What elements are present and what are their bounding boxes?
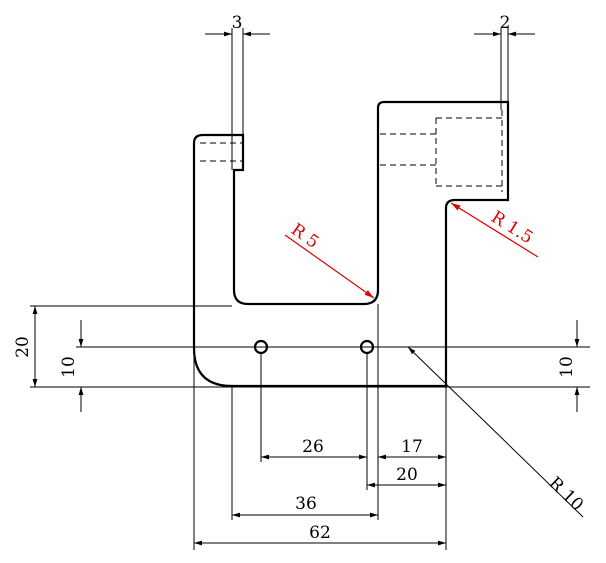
dim-height-10-left: 10: [59, 356, 79, 378]
dim-overall-62: 62: [309, 523, 331, 543]
dim-top-slot: 3: [232, 13, 243, 33]
dim-height-20: 20: [13, 336, 33, 358]
dim-r5: R 5: [287, 220, 322, 253]
r5-leader: [284, 234, 375, 299]
dim-hole-spacing: 26: [302, 437, 324, 457]
dim-r15: R 1.5: [487, 207, 536, 248]
dim-r10: R 10: [545, 473, 588, 515]
r10-leader: [407, 346, 584, 518]
dim-right-17: 17: [401, 437, 423, 457]
dim-right-20: 20: [396, 465, 418, 485]
dim-inner-36: 36: [295, 494, 317, 514]
part-outline: [192, 100, 510, 388]
dim-top-right: 2: [500, 13, 511, 33]
r15-leader: [450, 202, 539, 258]
dim-height-10-right: 10: [557, 356, 577, 378]
